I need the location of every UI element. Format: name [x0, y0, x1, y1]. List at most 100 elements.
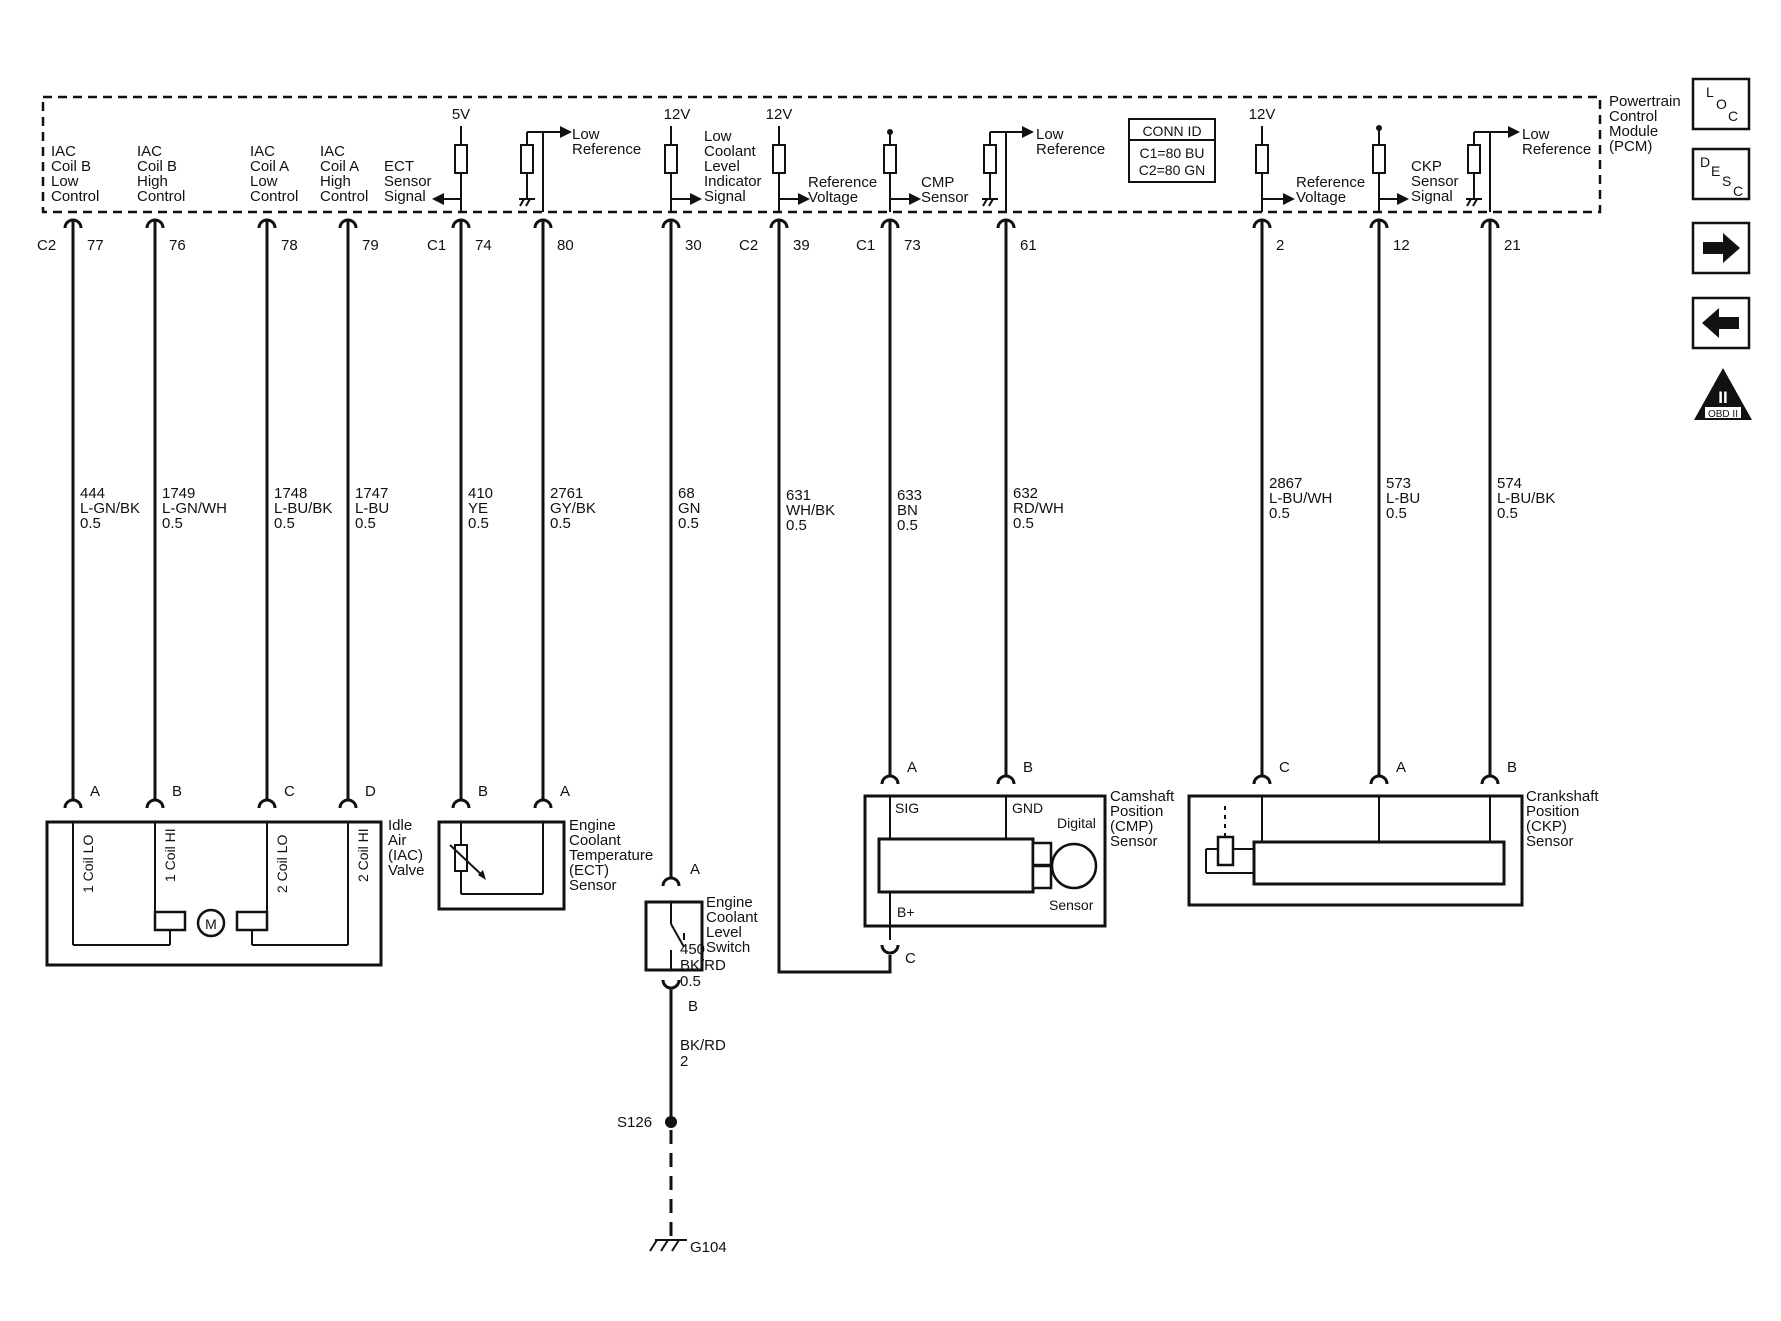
pcm-boundary [41, 95, 1602, 214]
iac-pin-C-label: C [284, 783, 295, 800]
iac-label-line-3: Valve [388, 862, 424, 879]
pcm-pin-61: 61 [1020, 237, 1037, 254]
pcm-label-line-1: Control [1609, 108, 1657, 125]
signal-label-iac-a-lo-line-1: Coil A [250, 158, 289, 175]
ect-label-line-0: Engine [569, 817, 616, 834]
arrow-right-icon [1703, 233, 1740, 263]
ground-label: G104 [690, 1239, 727, 1256]
ground-chain: S126 G104 BK/RD 2 450 BK/RD 0.5 [617, 941, 727, 1256]
wire-68-circuit: 68 [678, 485, 695, 502]
pcm-pin-39: 39 [793, 237, 810, 254]
cmp-digital-label: Digital [1057, 815, 1096, 831]
cmp-sensor: SIG GND Digital Sensor B+ [863, 794, 1107, 940]
obd-ii-button[interactable]: OBD II II [1694, 368, 1752, 420]
ckp-pin-C-label: C [1279, 759, 1290, 776]
desc-button[interactable]: D E S C [1691, 147, 1751, 201]
signal-label-low-ref-2-line-0: Low [1036, 126, 1064, 143]
cmp-pin-B-label: B [1023, 759, 1033, 776]
pcm-pin-21: 21 [1504, 237, 1521, 254]
signal-label-ref-voltage-1-line-0: Reference [808, 174, 877, 191]
wire-574-circuit: 574 [1497, 475, 1522, 492]
ect-label-line-2: Temperature [569, 847, 653, 864]
pcm-pin-73: 73 [904, 237, 921, 254]
signal-label-low-ref-1-line-0: Low [572, 126, 600, 143]
pcm-pin-2: 2 [1276, 237, 1284, 254]
ect-pin-B [451, 798, 471, 809]
signal-label-iac-a-hi-line-3: Control [320, 188, 368, 205]
signal-label-iac-b-hi-line-2: High [137, 173, 168, 190]
signal-label-iac-b-hi-line-0: IAC [137, 143, 162, 160]
cmp-label-line-1: Position [1110, 803, 1163, 820]
connector-c1-a: C1 [427, 237, 446, 254]
pcm-pin-78: 78 [281, 237, 298, 254]
ckp-pin-A [1369, 774, 1389, 785]
switch-label-line-1: Coolant [706, 909, 759, 926]
wire-1749-circuit: 1749 [162, 485, 195, 502]
obd-ii-label: OBD II [1708, 409, 1738, 420]
pcm-pin-80: 80 [557, 237, 574, 254]
wire-2867-circuit: 2867 [1269, 475, 1302, 492]
supply-12v-2: 12V [766, 106, 793, 123]
ect-label-line-4: Sensor [569, 877, 617, 894]
coolant-level-switch [644, 900, 704, 972]
cmp-sensor-word: Sensor [1049, 897, 1094, 913]
wire-2761-circuit: 2761 [550, 485, 583, 502]
ckp-label-line-2: (CKP) [1526, 818, 1567, 835]
ground-wire-color: BK/RD [680, 1037, 726, 1054]
signal-label-ref-voltage-1-line-1: Voltage [808, 189, 858, 206]
signal-label-iac-a-lo-line-3: Control [250, 188, 298, 205]
ckp-label-line-3: Sensor [1526, 833, 1574, 850]
conn-id-c2: C2=80 GN [1139, 162, 1206, 178]
iac-label-line-2: (IAC) [388, 847, 423, 864]
supply-12v-3: 12V [1249, 106, 1276, 123]
wire-68-size: 0.5 [678, 515, 699, 532]
pcm-pin-77: 77 [87, 237, 104, 254]
pcm-pin-79: 79 [362, 237, 379, 254]
signal-label-ect-sig-line-0: ECT [384, 158, 414, 175]
signal-label-low-ref-3-line-1: Reference [1522, 141, 1591, 158]
iac-label-line-0: Idle [388, 817, 412, 834]
supply-12v-1: 12V [664, 106, 691, 123]
iac-motor-icon [196, 908, 226, 938]
wire-631-color: WH/BK [786, 502, 835, 519]
previous-page-button[interactable] [1691, 296, 1751, 350]
loc-button[interactable]: L O C [1691, 77, 1751, 131]
wire-632-circuit: 632 [1013, 485, 1038, 502]
next-page-button[interactable] [1691, 221, 1751, 275]
ground-wire-size: 2 [680, 1053, 688, 1070]
signal-label-iac-a-hi-line-1: Coil A [320, 158, 359, 175]
wire-574-color: L-BU/BK [1497, 490, 1555, 507]
signal-label-low-ref-3-line-0: Low [1522, 126, 1550, 143]
signal-label-cmp-sig-line-1: Sensor [921, 189, 969, 206]
signal-label-iac-b-lo-line-0: IAC [51, 143, 76, 160]
ckp-pin-C [1252, 774, 1272, 785]
cmp-bplus-label: B+ [897, 904, 915, 920]
connector-c2-b: C2 [739, 237, 758, 254]
connector-c1-b: C1 [856, 237, 875, 254]
iac-coil-2-lo: 2 Coil LO [274, 835, 290, 893]
signal-label-ref-voltage-2-line-0: Reference [1296, 174, 1365, 191]
signal-label-low-ref-2-line-1: Reference [1036, 141, 1105, 158]
pcm-pin-76: 76 [169, 237, 186, 254]
ckp-pin-A-label: A [1396, 759, 1406, 776]
signal-label-ckp-sig-line-1: Sensor [1411, 173, 1459, 190]
signal-label-cmp-sig-line-0: CMP [921, 174, 954, 191]
cmp-pin-A [880, 774, 900, 785]
obd-roman: II [1718, 388, 1727, 407]
wire-2761-color: GY/BK [550, 500, 596, 517]
signal-label-coolant-level-line-1: Coolant [704, 143, 757, 160]
iac-pin-A-label: A [90, 783, 100, 800]
loc-o: O [1716, 96, 1727, 112]
iac-valve: M 1 Coil LO 1 Coil HI 2 Coil LO 2 Coil H… [45, 820, 383, 967]
pcm-label-line-0: Powertrain [1609, 93, 1681, 110]
ckp-label-line-1: Position [1526, 803, 1579, 820]
signal-label-iac-a-lo-line-2: Low [250, 173, 278, 190]
arrow-left-icon [1702, 308, 1739, 338]
wire-631-circuit: 631 [786, 487, 811, 504]
wire-1749-size: 0.5 [162, 515, 183, 532]
wire-68-color: GN [678, 500, 701, 517]
